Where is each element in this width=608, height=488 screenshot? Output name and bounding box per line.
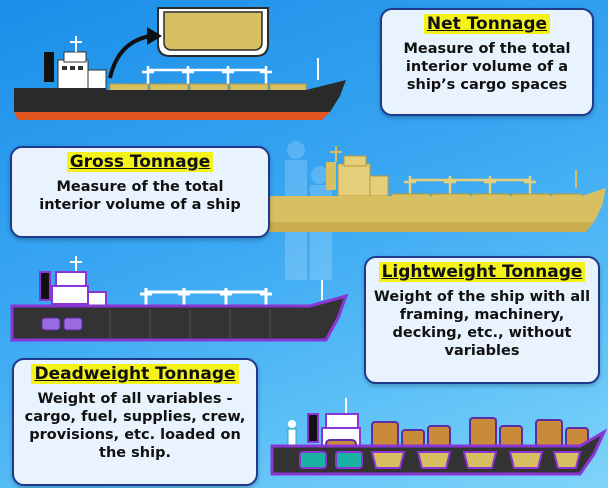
title-lightweight-tonnage: Lightweight Tonnage xyxy=(378,262,586,282)
desc-gross-tonnage: Measure of the total interior volume of … xyxy=(39,179,241,213)
ship-deadweight-tonnage xyxy=(270,398,608,476)
ship-lightweight-tonnage xyxy=(10,256,349,342)
curved-arrow-icon xyxy=(108,27,162,79)
ship-net-tonnage xyxy=(14,7,346,120)
desc-lightweight-tonnage: Weight of the ship with all framing, mac… xyxy=(373,289,591,359)
cargo-hold-gold xyxy=(370,451,582,469)
fuel-tank-icon xyxy=(299,451,363,469)
cargo-hold-detail xyxy=(157,7,269,57)
engine-machinery-icon xyxy=(41,317,83,331)
ship-gross-tonnage xyxy=(250,146,606,232)
card-deadweight-tonnage: Deadweight Tonnage Weight of all variabl… xyxy=(12,358,258,486)
title-gross-tonnage: Gross Tonnage xyxy=(66,152,214,172)
title-net-tonnage: Net Tonnage xyxy=(423,14,551,34)
title-deadweight-tonnage: Deadweight Tonnage xyxy=(31,364,239,384)
crew-icon xyxy=(287,420,297,446)
cargo-supplies-icon xyxy=(325,417,589,451)
card-net-tonnage: Net Tonnage Measure of the total interio… xyxy=(380,8,594,116)
desc-net-tonnage: Measure of the total interior volume of … xyxy=(403,41,571,93)
card-gross-tonnage: Gross Tonnage Measure of the total inter… xyxy=(10,146,270,238)
desc-deadweight-tonnage: Weight of all variables - cargo, fuel, s… xyxy=(24,391,246,461)
card-lightweight-tonnage: Lightweight Tonnage Weight of the ship w… xyxy=(364,256,600,384)
